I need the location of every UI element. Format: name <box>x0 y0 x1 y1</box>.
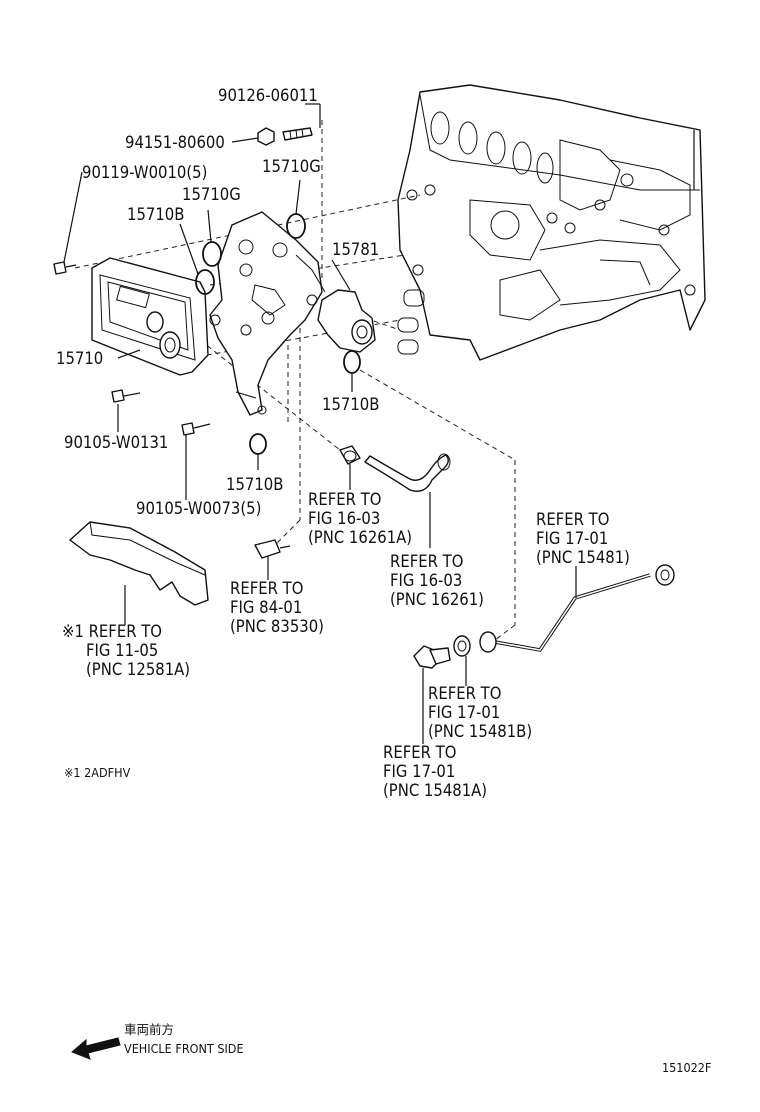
timing-cover-part <box>69 521 209 606</box>
ref-16261a: REFER TO FIG 16-03 (PNC 16261A) <box>308 490 412 547</box>
alignment-lines <box>74 120 516 641</box>
bolt-90105-w0073 <box>181 422 211 436</box>
engine-block <box>397 84 706 361</box>
front-direction-indicator: 車両前方 VEHICLE FRONT SIDE <box>71 1022 244 1060</box>
label-15710: 15710 <box>56 349 103 368</box>
o-ring-15710g-a <box>286 213 306 239</box>
part-labels: 90126-06011 94151-80600 90119-W0010(5) 1… <box>56 86 379 518</box>
water-outlet <box>295 254 376 353</box>
hose-clamp <box>339 445 361 465</box>
leader-lines <box>63 103 577 744</box>
oil-cooler <box>91 257 209 376</box>
figure-id: 151022F <box>662 1060 711 1075</box>
front-side-label: VEHICLE FRONT SIDE <box>124 1041 244 1056</box>
ref-15481: REFER TO FIG 17-01 (PNC 15481) <box>536 510 630 567</box>
label-15710g-b: 15710G <box>182 185 241 204</box>
label-15710b-b: 15710B <box>322 395 379 414</box>
o-ring-15710b-a <box>195 269 215 295</box>
union-bolt <box>413 645 451 669</box>
hex-nut <box>257 127 275 146</box>
ref-16261: REFER TO FIG 16-03 (PNC 16261) <box>390 552 484 609</box>
label-90105-w0073: 90105-W0073(5) <box>136 499 261 518</box>
ref-12581a: ※1 REFER TO FIG 11-05 (PNC 12581A) <box>62 622 190 679</box>
cover-bracket <box>209 211 323 416</box>
stud-bolt <box>282 127 313 141</box>
arrow-left-icon <box>71 1037 121 1060</box>
o-ring-15710b-c <box>249 433 267 455</box>
label-94151-80600: 94151-80600 <box>125 133 225 152</box>
bolt-90119 <box>53 261 77 275</box>
label-15710b-a: 15710B <box>127 205 184 224</box>
ref-15481b: REFER TO FIG 17-01 (PNC 15481B) <box>428 684 532 741</box>
reference-notes: REFER TO FIG 16-03 (PNC 16261A) REFER TO… <box>62 490 630 800</box>
o-ring-15710b-b <box>343 350 361 374</box>
front-side-label-jp: 車両前方 <box>124 1022 174 1037</box>
label-15710b-c: 15710B <box>226 475 283 494</box>
footnote: ※1 2ADFHV <box>64 765 131 780</box>
water-hose <box>364 453 451 492</box>
label-90105-w0131: 90105-W0131 <box>64 433 168 452</box>
gasket <box>453 635 471 657</box>
o-ring-15710g-b <box>202 241 222 267</box>
bolt-90105-w0131 <box>111 389 141 403</box>
label-15781: 15781 <box>332 240 379 259</box>
ref-83530: REFER TO FIG 84-01 (PNC 83530) <box>230 579 324 636</box>
temp-sensor <box>254 539 291 559</box>
label-90126-06011: 90126-06011 <box>218 86 318 105</box>
label-90119-w0010: 90119-W0010(5) <box>82 163 207 182</box>
ref-15481a: REFER TO FIG 17-01 (PNC 15481A) <box>383 743 487 800</box>
oil-pipe <box>479 564 675 653</box>
label-15710g-a: 15710G <box>262 157 321 176</box>
